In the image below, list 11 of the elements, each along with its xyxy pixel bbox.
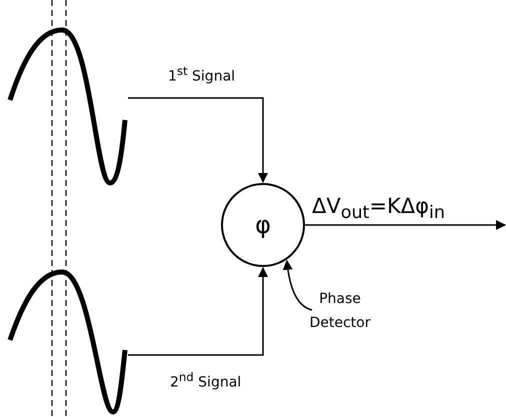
annotation-text: Phase Detector xyxy=(308,290,372,333)
edge-label: 1$^{st}$ Signal xyxy=(168,64,236,85)
arrow xyxy=(128,267,268,356)
sine-wave-drawing xyxy=(6,269,128,415)
arrow xyxy=(305,220,506,230)
leader-arrow xyxy=(282,260,312,311)
sine-wave-drawing xyxy=(6,27,128,187)
edge-label: 2$^{nd}$ Signal xyxy=(170,370,242,391)
arrow xyxy=(128,97,268,183)
phi-symbol: φ xyxy=(255,211,271,239)
phase-detector-circle xyxy=(221,183,305,267)
